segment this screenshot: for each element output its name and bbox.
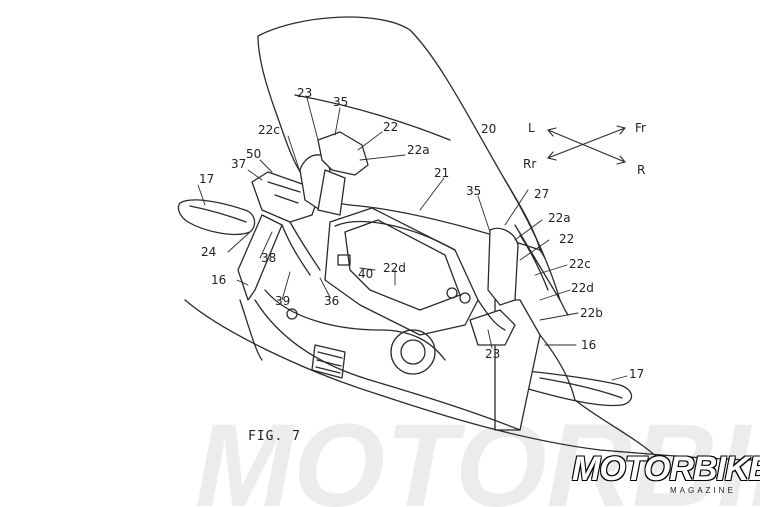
fairing-inner bbox=[254, 299, 521, 431]
fairing-lower bbox=[184, 299, 760, 461]
left-fork-lower bbox=[239, 299, 263, 361]
brand-logo: MOTORBIKE bbox=[572, 450, 760, 488]
ref-22a-right: 22a bbox=[548, 211, 571, 225]
display-screen bbox=[344, 219, 461, 311]
cluster-button-1 bbox=[446, 287, 458, 299]
vent-slat bbox=[315, 351, 343, 374]
screen-bracket-right bbox=[514, 224, 569, 316]
ref-17-right: 17 bbox=[629, 367, 644, 381]
ref-40: 40 bbox=[358, 267, 373, 281]
ref-22b: 22b bbox=[580, 306, 603, 320]
left-switch-detail bbox=[267, 181, 301, 204]
dir-left-label: L bbox=[528, 121, 535, 135]
ref-21: 21 bbox=[434, 166, 449, 180]
ref-23-bottom: 23 bbox=[485, 347, 500, 361]
left-knob bbox=[286, 308, 298, 320]
ref-24: 24 bbox=[201, 245, 216, 259]
ref-35-right: 35 bbox=[466, 184, 481, 198]
ref-22d-center: 22d bbox=[383, 261, 406, 275]
ref-17-left: 17 bbox=[199, 172, 214, 186]
direction-indicator bbox=[547, 125, 626, 165]
vent-slots bbox=[311, 344, 346, 379]
ref-36: 36 bbox=[324, 294, 339, 308]
ref-22-right: 22 bbox=[559, 232, 574, 246]
leader-lines bbox=[197, 97, 628, 381]
ref-39: 39 bbox=[275, 294, 290, 308]
top-clamp bbox=[317, 131, 369, 176]
cluster-button-2 bbox=[459, 292, 471, 304]
dir-right-label: R bbox=[637, 163, 645, 177]
speaker-inner bbox=[400, 339, 426, 365]
figure-caption: FIG. 7 bbox=[248, 429, 301, 444]
cluster-rim bbox=[334, 220, 456, 251]
left-grip bbox=[177, 199, 256, 235]
windscreen-inner-curve bbox=[294, 94, 451, 141]
ref-23-top: 23 bbox=[297, 86, 312, 100]
cluster-indicator bbox=[337, 254, 351, 266]
dir-rear-label: Rr bbox=[523, 157, 536, 171]
ref-50: 50 bbox=[246, 147, 261, 161]
right-grip-detail bbox=[539, 377, 623, 399]
windscreen-edge bbox=[504, 179, 561, 301]
ref-27: 27 bbox=[534, 187, 549, 201]
brand-subtitle: MAGAZINE bbox=[670, 486, 736, 495]
right-switch-housing bbox=[469, 309, 516, 346]
right-lower-body bbox=[539, 334, 661, 461]
watermark-text: MOTORBIKE bbox=[195, 400, 760, 507]
speaker-circle bbox=[390, 329, 436, 375]
ref-22-top: 22 bbox=[383, 120, 398, 134]
cable-right bbox=[477, 299, 506, 331]
left-grip-detail bbox=[189, 205, 247, 223]
steering-stem bbox=[317, 169, 346, 216]
ref-20: 20 bbox=[481, 122, 496, 136]
cable-left bbox=[281, 221, 321, 276]
ref-38: 38 bbox=[261, 251, 276, 265]
ref-16-right: 16 bbox=[581, 338, 596, 352]
ref-16-left: 16 bbox=[211, 273, 226, 287]
ref-22c-left: 22c bbox=[258, 123, 280, 137]
ref-22d-right: 22d bbox=[571, 281, 594, 295]
ref-22c-right: 22c bbox=[569, 257, 591, 271]
ref-37: 37 bbox=[231, 157, 246, 171]
right-reservoir bbox=[487, 227, 519, 306]
ref-35-top: 35 bbox=[333, 95, 348, 109]
dir-front-label: Fr bbox=[635, 121, 646, 135]
ref-22a-left: 22a bbox=[407, 143, 430, 157]
